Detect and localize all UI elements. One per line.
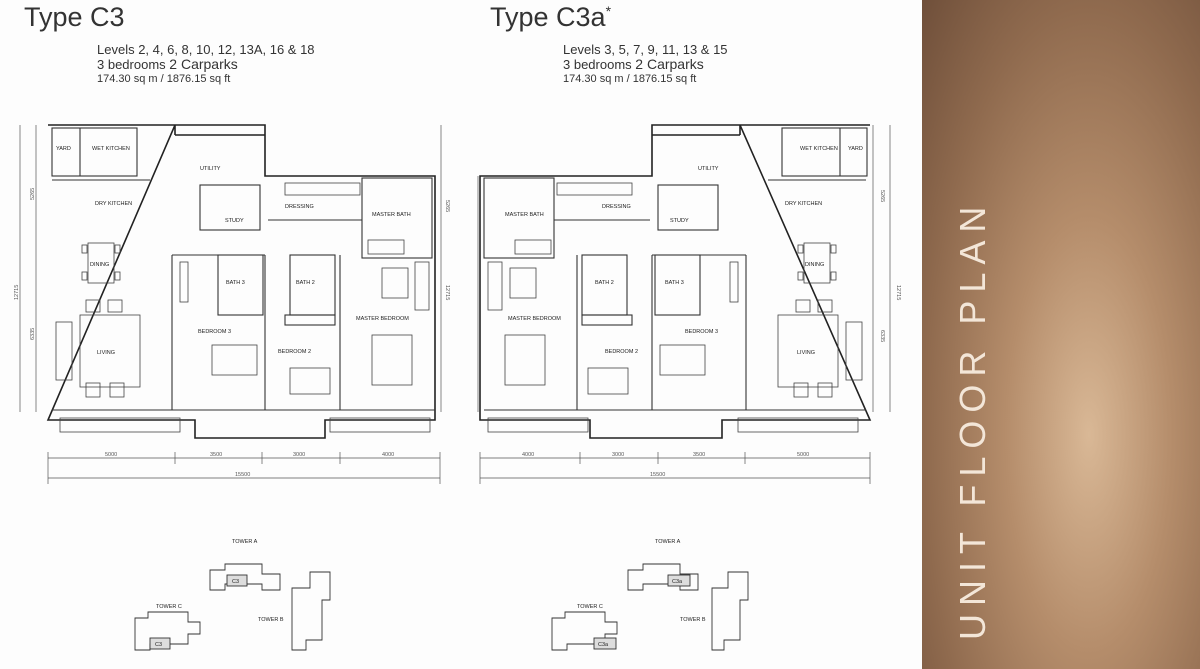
dim-label: 3500 bbox=[210, 452, 222, 458]
key-plan-tower-a: TOWER A bbox=[655, 539, 681, 545]
room-label-living: LIVING bbox=[797, 350, 815, 356]
key-plan-unit-tag: C3a bbox=[598, 642, 609, 648]
dim-label: 12715 bbox=[444, 285, 450, 300]
unit-title: Type C3 bbox=[24, 2, 125, 33]
dim-label: 12715 bbox=[14, 285, 20, 300]
room-label-bath3: BATH 3 bbox=[226, 280, 245, 286]
key-plan bbox=[551, 563, 749, 651]
sidebar-title: UNIT FLOOR PLAN bbox=[952, 198, 993, 640]
unit-c3: Type C3 Levels 2, 4, 6, 8, 10, 12, 13A, … bbox=[0, 0, 460, 669]
room-label-bath3: BATH 3 bbox=[665, 280, 684, 286]
unit-area: 174.30 sq m / 1876.15 sq ft bbox=[563, 73, 697, 85]
floor-plan-c3: 5000 3500 3000 4000 15500 5265 12715 633… bbox=[14, 124, 450, 651]
brochure-page: Type C3 Levels 2, 4, 6, 8, 10, 12, 13A, … bbox=[0, 0, 920, 669]
furniture bbox=[55, 182, 431, 433]
room-label-yard: YARD bbox=[56, 146, 71, 152]
dim-label: 3500 bbox=[693, 452, 705, 458]
unit-carparks: 2 Carparks bbox=[169, 56, 238, 72]
key-plan-tower-b: TOWER B bbox=[680, 617, 706, 623]
unit-c3a: Type C3a* Levels 3, 5, 7, 9, 11, 13 & 15… bbox=[460, 0, 920, 669]
floor-plan-c3a: 4000 3000 3500 5000 15500 5265 12715 633… bbox=[477, 124, 901, 651]
dim-label: 5265 bbox=[879, 190, 885, 202]
unit-levels: Levels 3, 5, 7, 9, 11, 13 & 15 bbox=[563, 42, 728, 57]
dim-label: 15500 bbox=[650, 472, 665, 478]
outer-walls bbox=[479, 124, 872, 439]
sidebar-panel: UNIT FLOOR PLAN bbox=[922, 0, 1200, 669]
title-asterisk: * bbox=[605, 3, 612, 19]
room-labels: WET KITCHEN YARD UTILITY DRY KITCHEN STU… bbox=[56, 146, 411, 356]
room-label-master-bedroom: MASTER BEDROOM bbox=[508, 316, 561, 322]
dim-label: 4000 bbox=[382, 452, 394, 458]
dim-label: 3000 bbox=[293, 452, 305, 458]
interior-walls bbox=[51, 127, 435, 411]
dim-label: 15500 bbox=[235, 472, 250, 478]
dim-label: 6335 bbox=[879, 330, 885, 342]
room-label-dry-kitchen: DRY KITCHEN bbox=[95, 201, 132, 207]
dim-label: 6335 bbox=[30, 328, 36, 340]
room-label-study: STUDY bbox=[225, 218, 244, 224]
unit-bedrooms: 3 bedrooms bbox=[97, 57, 166, 72]
room-label-wet-kitchen: WET KITCHEN bbox=[92, 146, 130, 152]
furniture bbox=[487, 182, 863, 433]
unit-title: Type C3a* bbox=[490, 2, 611, 33]
room-label-yard: YARD bbox=[848, 146, 863, 152]
room-label-dining: DINING bbox=[90, 262, 109, 268]
room-label-dining: DINING bbox=[805, 262, 824, 268]
unit-info: Levels 2, 4, 6, 8, 10, 12, 13A, 16 & 18 … bbox=[97, 42, 315, 87]
dimension-lines bbox=[19, 125, 442, 484]
key-plan-tower-a: TOWER A bbox=[232, 539, 258, 545]
dim-label: 3000 bbox=[612, 452, 624, 458]
unit-type-name: Type C3a bbox=[490, 2, 606, 32]
outer-walls bbox=[46, 124, 436, 439]
dim-label: 12715 bbox=[895, 285, 901, 300]
dimension-lines bbox=[477, 125, 891, 484]
dimension-labels: 5000 3500 3000 4000 15500 5265 12715 633… bbox=[14, 188, 450, 478]
key-plan-unit-tag: C3 bbox=[232, 579, 239, 585]
key-plan bbox=[134, 563, 331, 651]
room-label-dry-kitchen: DRY KITCHEN bbox=[785, 201, 822, 207]
key-plan-tower-c: TOWER C bbox=[577, 604, 603, 610]
unit-rooms-line: 3 bedrooms 2 Carparks bbox=[97, 56, 315, 73]
key-plan-tower-b: TOWER B bbox=[258, 617, 284, 623]
unit-levels: Levels 2, 4, 6, 8, 10, 12, 13A, 16 & 18 bbox=[97, 42, 315, 57]
room-label-bedroom3: BEDROOM 3 bbox=[685, 329, 718, 335]
key-plan-tower-c: TOWER C bbox=[156, 604, 182, 610]
dim-label: 5265 bbox=[30, 188, 36, 200]
room-label-dressing: DRESSING bbox=[285, 204, 314, 210]
room-label-bath2: BATH 2 bbox=[296, 280, 315, 286]
room-label-master-bedroom: MASTER BEDROOM bbox=[356, 316, 409, 322]
dimension-labels: 4000 3000 3500 5000 15500 5265 12715 633… bbox=[522, 190, 901, 478]
room-label-living: LIVING bbox=[97, 350, 115, 356]
room-label-wet-kitchen: WET KITCHEN bbox=[800, 146, 838, 152]
room-label-study: STUDY bbox=[670, 218, 689, 224]
room-label-utility: UTILITY bbox=[698, 166, 719, 172]
dim-label: 5000 bbox=[797, 452, 809, 458]
key-plan-labels: TOWER A TOWER B TOWER C C3a C3a bbox=[577, 539, 706, 648]
room-label-dressing: DRESSING bbox=[602, 204, 631, 210]
room-label-bath2: BATH 2 bbox=[595, 280, 614, 286]
interior-walls bbox=[483, 127, 868, 411]
room-label-master-bath: MASTER BATH bbox=[372, 212, 411, 218]
unit-rooms-line: 3 bedrooms 2 Carparks bbox=[563, 56, 728, 73]
unit-info: Levels 3, 5, 7, 9, 11, 13 & 15 3 bedroom… bbox=[563, 42, 728, 87]
room-labels: WET KITCHEN YARD UTILITY DRY KITCHEN STU… bbox=[505, 146, 863, 356]
unit-carparks: 2 Carparks bbox=[635, 56, 704, 72]
room-label-master-bath: MASTER BATH bbox=[505, 212, 544, 218]
room-label-bedroom3: BEDROOM 3 bbox=[198, 329, 231, 335]
dim-label: 5265 bbox=[444, 200, 450, 212]
key-plan-unit-tag: C3a bbox=[672, 579, 683, 585]
key-plan-labels: TOWER A TOWER B TOWER C C3 C3 bbox=[155, 539, 284, 648]
unit-type-name: Type C3 bbox=[24, 2, 125, 32]
dim-label: 5000 bbox=[105, 452, 117, 458]
unit-area: 174.30 sq m / 1876.15 sq ft bbox=[97, 73, 231, 85]
room-label-bedroom2: BEDROOM 2 bbox=[278, 349, 311, 355]
room-label-bedroom2: BEDROOM 2 bbox=[605, 349, 638, 355]
unit-bedrooms: 3 bedrooms bbox=[563, 57, 632, 72]
key-plan-unit-tag: C3 bbox=[155, 642, 162, 648]
dim-label: 4000 bbox=[522, 452, 534, 458]
room-label-utility: UTILITY bbox=[200, 166, 221, 172]
